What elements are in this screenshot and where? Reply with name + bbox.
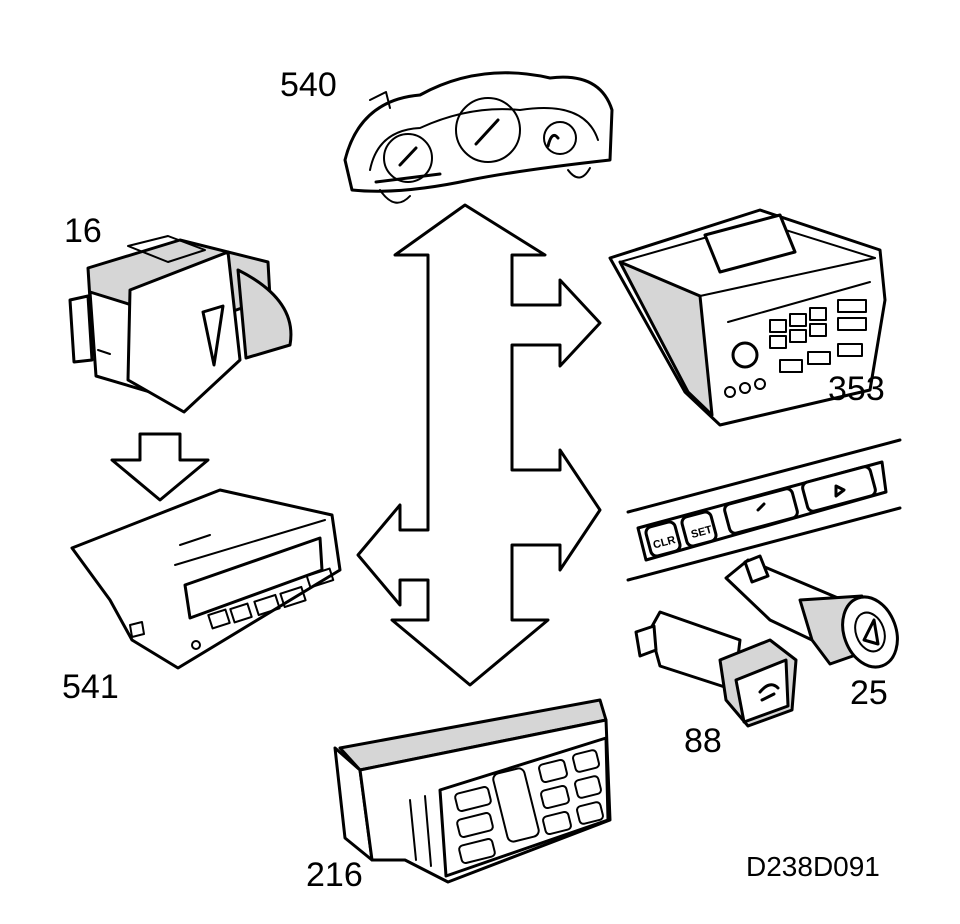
- info-display: [70, 488, 342, 670]
- label-216: 216: [306, 856, 363, 894]
- set-label: SET: [690, 524, 714, 541]
- instrument-cluster: [343, 71, 614, 204]
- label-25: 25: [850, 674, 888, 712]
- climate-buttons: [454, 749, 604, 864]
- radio-buttons: [724, 299, 867, 398]
- climate-control: [333, 698, 612, 884]
- cigarette-lighter: [724, 554, 899, 669]
- label-353: 353: [828, 370, 885, 408]
- connection-arrows: [356, 203, 602, 687]
- clr-label: CLR: [652, 534, 677, 551]
- display-buttons: [207, 567, 335, 630]
- fog-light-switch: [634, 610, 798, 728]
- label-540: 540: [280, 66, 337, 104]
- control-panel-strip: CLR SET: [626, 438, 902, 582]
- drawing-code: D238D091: [746, 851, 880, 882]
- label-88: 88: [684, 722, 722, 760]
- label-16: 16: [64, 212, 102, 250]
- down-arrow: [110, 432, 210, 502]
- audio-unit: [608, 208, 887, 427]
- dimmer-switch: [68, 235, 293, 414]
- label-541: 541: [62, 668, 119, 706]
